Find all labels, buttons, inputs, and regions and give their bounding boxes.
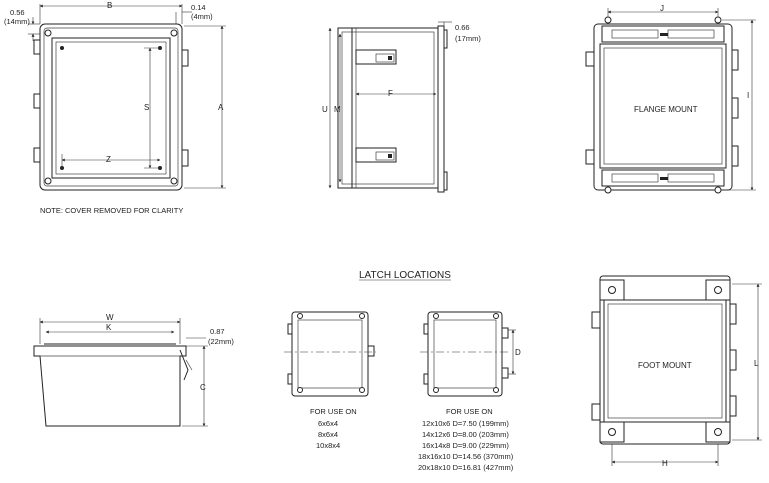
w-offset-mm: (22mm) [208,337,234,346]
latch-large-size-3: 16x14x8 D=9.00 (229mm) [422,441,509,450]
dim-l-label: L [754,359,759,368]
latch-small-header: FOR USE ON [310,407,357,416]
dim-j-label: J [660,4,664,13]
dim-z-label: Z [106,155,111,164]
latch-large-size-4: 18x16x10 D=14.56 (370mm) [418,452,514,461]
dim-i-label: I [747,91,749,100]
latch-small-size-1: 6x6x4 [318,419,338,428]
side-view [328,21,452,193]
b-offset-mm: (4mm) [191,12,213,21]
latch-view-large [420,311,516,397]
dim-h-label: H [662,459,668,468]
dim-k-label: K [106,323,112,332]
cover-note: NOTE: COVER REMOVED FOR CLARITY [40,206,183,215]
top-offset-inches: 0.56 [10,8,25,17]
dim-a-label: A [218,103,224,112]
foot-mount-view [591,275,762,466]
foot-mount-label: FOOT MOUNT [638,361,692,370]
dim-s-label: S [144,103,149,112]
latch-view-small [284,311,376,397]
top-offset-mm: (14mm) [4,17,30,26]
dim-b-label: B [107,1,112,10]
w-offset-inches: 0.87 [210,327,225,336]
b-offset-inches: 0.14 [191,3,206,12]
latch-locations-title: LATCH LOCATIONS [359,270,451,281]
dim-c-label: C [200,383,206,392]
dim-u-label: U [322,105,328,114]
side-offset-inches: 0.66 [455,23,470,32]
end-view [33,318,208,427]
latch-large-size-2: 14x12x6 D=8.00 (203mm) [422,430,509,439]
dim-f-label: F [388,89,393,98]
latch-large-size-1: 12x10x6 D=7.50 (199mm) [422,419,509,428]
dim-d-label: D [515,348,521,357]
latch-large-size-5: 20x18x10 D=16.81 (427mm) [418,463,514,472]
flange-mount-view [585,8,756,194]
dim-m-label: M [334,105,341,114]
side-offset-mm: (17mm) [455,34,481,43]
latch-small-size-3: 10x8x4 [316,441,340,450]
latch-large-header: FOR USE ON [446,407,493,416]
front-view [28,4,226,191]
dim-w-label: W [106,313,114,322]
flange-mount-label: FLANGE MOUNT [634,105,698,114]
latch-small-size-2: 8x6x4 [318,430,338,439]
